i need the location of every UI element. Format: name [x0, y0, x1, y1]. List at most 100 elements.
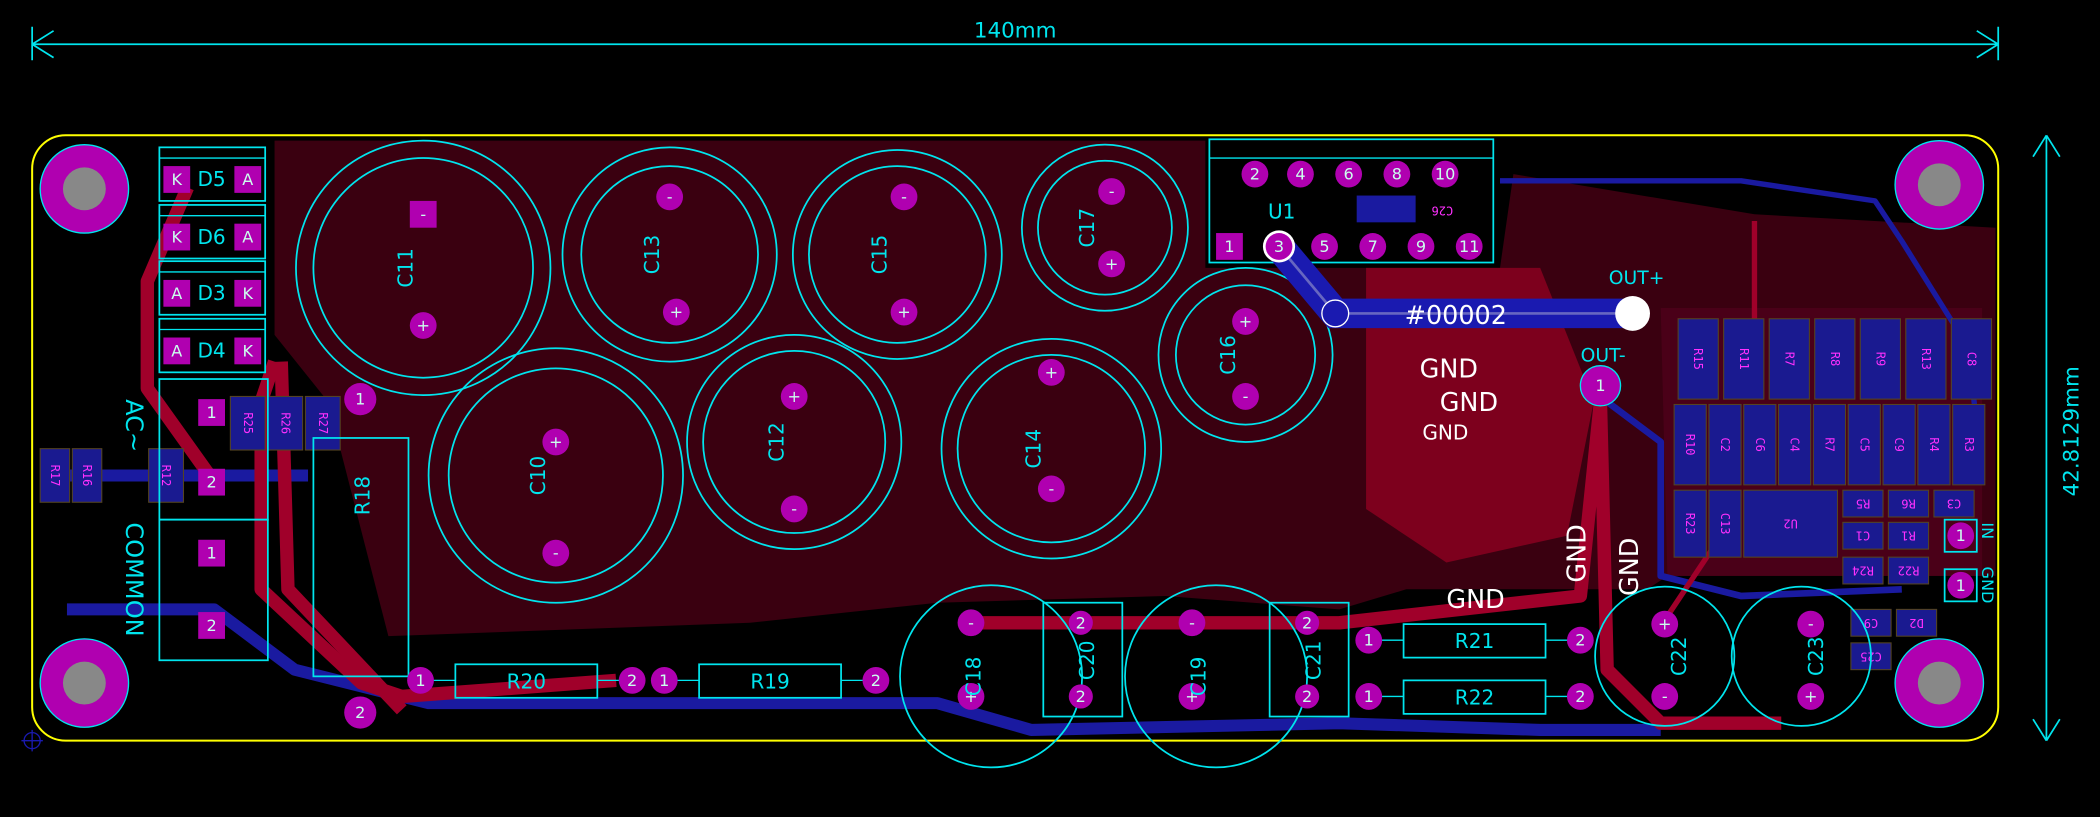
- pad[interactable]: [1287, 160, 1314, 188]
- pad-number: 6: [1344, 165, 1354, 184]
- pad[interactable]: [1068, 684, 1093, 709]
- pad[interactable]: [163, 337, 191, 365]
- pad[interactable]: [1241, 160, 1269, 188]
- gnd-in-pad[interactable]: [1947, 571, 1975, 599]
- pad-number: -: [420, 205, 426, 224]
- pad[interactable]: [163, 279, 191, 307]
- pad[interactable]: [198, 399, 225, 426]
- smd-part: R22: [1887, 556, 1930, 585]
- origin-marker: [21, 729, 43, 752]
- pad-number: 1: [1595, 376, 1605, 395]
- pad[interactable]: [1295, 684, 1320, 709]
- pad[interactable]: [1068, 610, 1093, 635]
- pad[interactable]: [1566, 626, 1594, 654]
- pad[interactable]: [1407, 233, 1435, 260]
- pad-number: 2: [1575, 687, 1585, 706]
- pad[interactable]: [1797, 610, 1825, 638]
- pad[interactable]: [198, 539, 225, 567]
- pad[interactable]: [890, 183, 918, 211]
- pad[interactable]: [234, 279, 262, 307]
- pad-number: 1: [1956, 526, 1966, 545]
- pad[interactable]: [780, 495, 808, 523]
- diode-pin-label: A: [242, 228, 253, 247]
- pad[interactable]: [1178, 609, 1206, 637]
- smd-part: C8: [1950, 318, 1993, 400]
- smd-part: R4: [1917, 403, 1951, 486]
- pad[interactable]: [1651, 683, 1679, 710]
- pad[interactable]: [234, 166, 262, 193]
- pad[interactable]: [163, 166, 191, 193]
- pad-number: -: [1243, 387, 1249, 406]
- pad[interactable]: [650, 666, 678, 694]
- pad[interactable]: [662, 298, 690, 326]
- pad[interactable]: [890, 298, 918, 326]
- pad[interactable]: [198, 612, 225, 639]
- pad[interactable]: [163, 223, 191, 251]
- smd-part: R8: [1814, 318, 1856, 400]
- pad-number: +: [549, 432, 562, 451]
- pad[interactable]: [542, 539, 570, 567]
- pad[interactable]: [1311, 233, 1338, 260]
- pad[interactable]: [1431, 160, 1459, 188]
- pad[interactable]: [780, 383, 808, 410]
- pad[interactable]: [344, 696, 377, 729]
- pad[interactable]: [1037, 358, 1065, 386]
- pad[interactable]: [1651, 610, 1679, 638]
- pad[interactable]: [1797, 683, 1825, 710]
- pad-number: -: [1109, 182, 1115, 201]
- pad[interactable]: [1037, 475, 1065, 503]
- pad[interactable]: [409, 200, 437, 228]
- pad[interactable]: [1216, 233, 1243, 260]
- pad[interactable]: [1383, 160, 1411, 188]
- capacitor-label: C17: [1075, 208, 1099, 248]
- diode-label: D6: [197, 225, 225, 249]
- pad[interactable]: [409, 312, 437, 339]
- gnd-copper-region: [1366, 267, 1594, 563]
- pad[interactable]: [234, 337, 262, 365]
- pad[interactable]: [1566, 683, 1594, 710]
- pad[interactable]: [542, 428, 570, 456]
- diode-pin-label: K: [172, 170, 183, 189]
- pad[interactable]: [957, 609, 985, 637]
- pad[interactable]: [344, 383, 377, 416]
- pad[interactable]: [1359, 233, 1387, 260]
- pad[interactable]: [407, 666, 434, 694]
- pad[interactable]: [234, 223, 262, 251]
- pad-number: +: [1658, 615, 1671, 634]
- pad[interactable]: [618, 666, 646, 694]
- smd-part: R1: [1887, 521, 1930, 550]
- pad-number: 2: [206, 473, 216, 492]
- pad[interactable]: [1098, 250, 1125, 278]
- pad[interactable]: [862, 666, 890, 694]
- pad-number: 5: [1319, 237, 1329, 256]
- smd-label: R10: [1683, 434, 1697, 456]
- smd-label: D2: [1909, 616, 1924, 630]
- smd-part: R24: [1842, 556, 1884, 585]
- smd-label: R5: [1856, 497, 1871, 511]
- pad-number: +: [670, 303, 683, 322]
- in-pad[interactable]: [1947, 522, 1975, 550]
- pad[interactable]: [957, 683, 985, 710]
- pad[interactable]: [1098, 178, 1125, 205]
- pad[interactable]: [1295, 610, 1320, 635]
- pad[interactable]: [656, 183, 684, 211]
- pad-number: +: [787, 387, 800, 406]
- smd-label: C4: [1788, 437, 1802, 452]
- pad[interactable]: [1232, 383, 1259, 410]
- pad[interactable]: [1455, 233, 1483, 260]
- diode-label: D5: [197, 167, 225, 191]
- pad[interactable]: [1178, 683, 1206, 710]
- out-minus-pad[interactable]: [1579, 364, 1622, 407]
- pad[interactable]: [1265, 233, 1293, 260]
- smd-label: U2: [1783, 517, 1798, 531]
- pad[interactable]: [1335, 160, 1363, 188]
- pad[interactable]: [1355, 626, 1383, 654]
- pad[interactable]: [1355, 683, 1383, 710]
- pad[interactable]: [1232, 308, 1259, 335]
- smd-part: R7: [1768, 318, 1810, 400]
- pad[interactable]: [198, 468, 225, 496]
- pad-number: 1: [355, 390, 365, 409]
